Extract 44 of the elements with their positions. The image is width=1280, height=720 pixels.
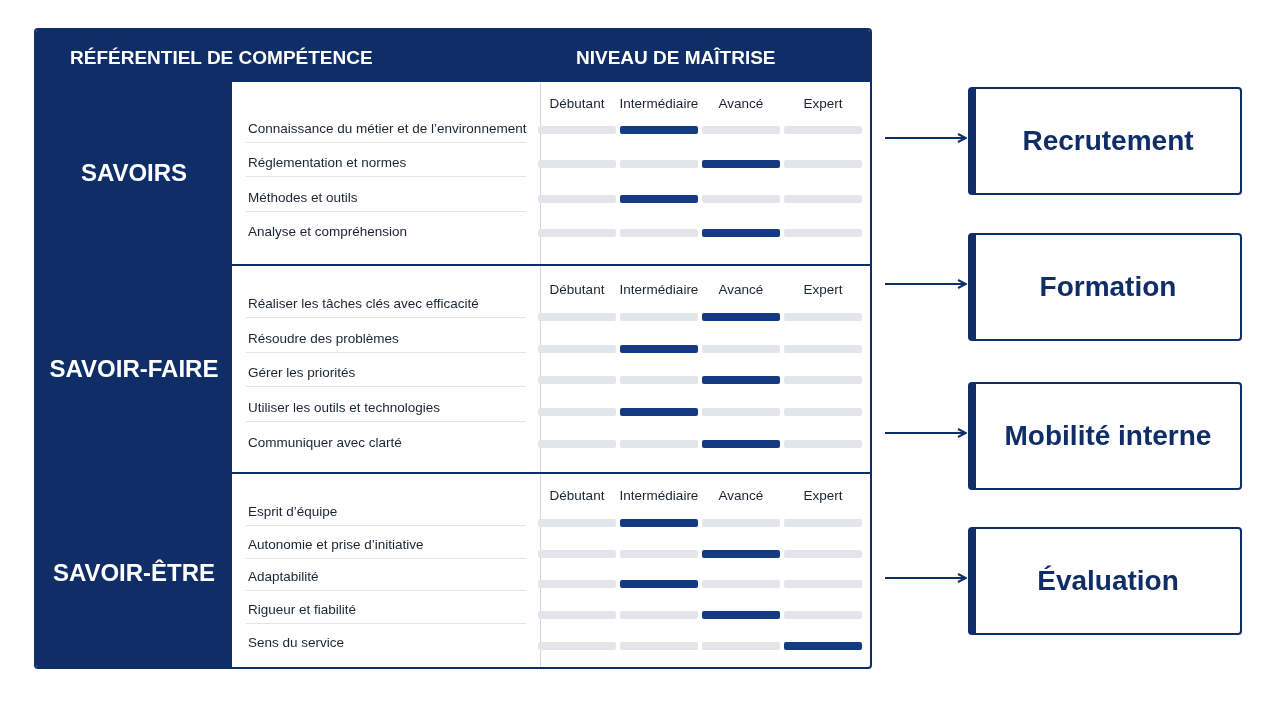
outcome-box <box>968 527 1242 635</box>
column-heading: RÉFÉRENTIEL DE COMPÉTENCE <box>70 47 373 69</box>
competence-item: Utiliser les outils et technologies <box>248 400 442 415</box>
category-band <box>36 474 232 667</box>
arrow <box>884 133 967 143</box>
arrow <box>884 279 967 289</box>
competence-item: Communiquer avec clarté <box>248 435 403 450</box>
competence-item: Autonomie et prise d’initiative <box>248 537 425 552</box>
level-heading: Intermédiaire <box>618 96 700 111</box>
level-heading: Expert <box>802 488 844 503</box>
competence-item: Esprit d’équipe <box>248 504 339 519</box>
outcome-title: Recrutement <box>1022 125 1194 157</box>
competence-item: Rigueur et fiabilité <box>248 602 358 617</box>
level-heading: Débutant <box>548 282 606 297</box>
outcome-box <box>968 382 1242 490</box>
level-heading: Intermédiaire <box>618 282 700 297</box>
category-title: SAVOIR-ÊTRE <box>52 558 216 587</box>
competence-item: Gérer les priorités <box>248 365 357 380</box>
category-title: SAVOIR-FAIRE <box>49 355 219 383</box>
level-heading: Débutant <box>548 96 606 111</box>
level-heading: Avancé <box>717 282 765 297</box>
column-heading: NIVEAU DE MAÎTRISE <box>576 47 776 69</box>
outcome-title: Formation <box>1039 271 1177 303</box>
level-heading: Avancé <box>717 488 765 503</box>
outcome-box <box>968 87 1242 195</box>
level-heading: Débutant <box>548 488 606 503</box>
competence-item: Analyse et compréhension <box>248 224 409 239</box>
competence-item: Réglementation et normes <box>248 155 408 170</box>
outcome-box <box>968 233 1242 341</box>
competence-item: Méthodes et outils <box>248 190 359 205</box>
outcome-title: Mobilité interne <box>1004 420 1212 452</box>
arrow <box>884 428 967 438</box>
level-heading: Expert <box>802 96 844 111</box>
competence-item: Adaptabilité <box>248 569 320 584</box>
outcome-title: Évaluation <box>1037 565 1179 597</box>
arrow <box>884 573 967 583</box>
competence-item: Sens du service <box>248 635 346 650</box>
table-header <box>36 30 870 82</box>
competence-item: Résoudre des problèmes <box>248 331 400 346</box>
level-heading: Avancé <box>717 96 765 111</box>
level-heading: Expert <box>802 282 844 297</box>
competence-item: Réaliser les tâches clés avec efficacité <box>248 296 480 311</box>
category-title: SAVOIRS <box>80 159 188 187</box>
level-heading: Intermédiaire <box>618 488 700 503</box>
